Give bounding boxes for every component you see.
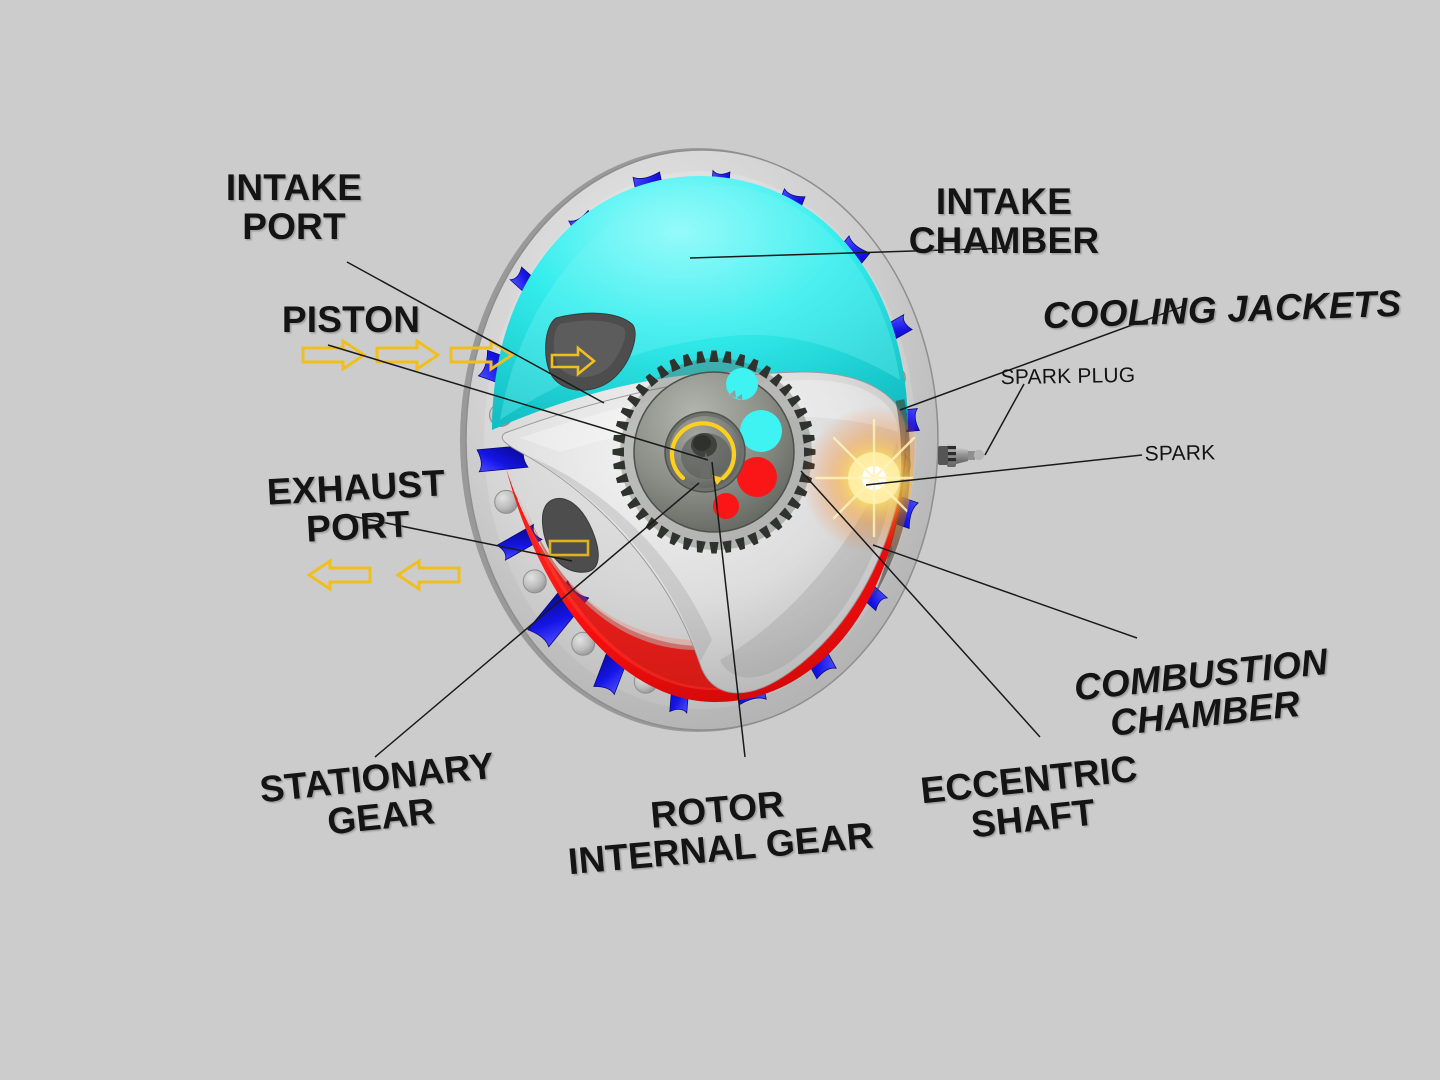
leader-piston (327, 344, 709, 461)
gear-tooth (793, 407, 808, 419)
gear-tooth (769, 373, 783, 387)
label-line: PORT (242, 206, 346, 248)
gear-tooth (656, 365, 670, 379)
gear-tooth (709, 542, 719, 554)
gear-tooth (635, 507, 649, 521)
gear-tooth (612, 447, 624, 457)
bolt-hole (571, 631, 596, 656)
label-line: CHAMBER (908, 220, 1100, 262)
rotor-internal-gear (612, 350, 816, 554)
exhaust-flow-arrows (306, 558, 461, 592)
label-line: PISTON (281, 299, 421, 340)
leader-exhaust-port (346, 514, 573, 562)
label-line: SPARK PLUG (1000, 363, 1136, 390)
gear-tooth (747, 531, 759, 546)
gear-tooth (613, 434, 626, 444)
leader-spark (865, 454, 1143, 486)
label-line: EXHAUST (265, 462, 447, 513)
label-spark-plug: SPARK PLUG (1000, 363, 1136, 390)
gear-tooth (722, 351, 732, 364)
leader-spark-plug (984, 383, 1025, 456)
gear-tooth (787, 496, 801, 510)
gear-tooth (682, 353, 694, 367)
gear-tooth (802, 434, 815, 444)
gear-tooth (769, 517, 783, 531)
exhaust-port-arrow (548, 539, 590, 557)
gear-tooth (620, 485, 635, 497)
gear-tooth (734, 537, 746, 551)
clockwise-rotation-arrow (669, 421, 737, 485)
gear-tooth (613, 460, 626, 470)
gear-tooth (682, 537, 694, 551)
gear-coolant-ports (713, 368, 782, 519)
gear-tooth (615, 420, 629, 432)
gear-tooth (779, 507, 793, 521)
leader-eccentric-shaft (800, 470, 1041, 738)
leader-rotor-gear (711, 461, 746, 758)
gear-tooth (669, 531, 681, 546)
leader-lines (327, 247, 1185, 758)
gear-tooth (734, 353, 746, 367)
gear-tooth (635, 383, 649, 397)
label-line: INTAKE (225, 167, 363, 208)
label-line: SPARK (1144, 441, 1216, 466)
spark-plug (938, 443, 985, 467)
intake-port (545, 312, 636, 391)
gear-tooth (627, 496, 641, 510)
gear-tooth (669, 358, 681, 373)
gear-tooth (627, 394, 641, 408)
gear-tooth (747, 358, 759, 373)
leader-intake-chamber (689, 247, 1011, 259)
gear-tooth (709, 350, 719, 362)
gear-tooth (787, 394, 801, 408)
leader-stationary-gear (374, 482, 700, 758)
gear-tooth (722, 540, 732, 553)
gear-tooth (645, 373, 659, 387)
bolt-hole (522, 569, 547, 594)
leader-intake-port (346, 261, 605, 404)
gear-tooth (696, 351, 706, 364)
gear-tooth (799, 420, 813, 432)
eccentric-shaft (691, 433, 717, 478)
label-spark: SPARK (1144, 441, 1216, 466)
gear-tooth (758, 365, 772, 379)
gear-tooth (656, 525, 670, 539)
label-line: INTAKE (935, 181, 1073, 222)
gear-tooth (779, 383, 793, 397)
label-piston: PISTON (282, 300, 420, 339)
intake-port-arrow (550, 345, 597, 377)
gear-tooth (696, 540, 706, 553)
gear-tooth (615, 472, 629, 484)
leader-cooling-jackets (899, 305, 1185, 411)
gear-tooth (758, 525, 772, 539)
gear-tooth (620, 407, 635, 419)
leader-combustion-chamber (872, 544, 1138, 639)
